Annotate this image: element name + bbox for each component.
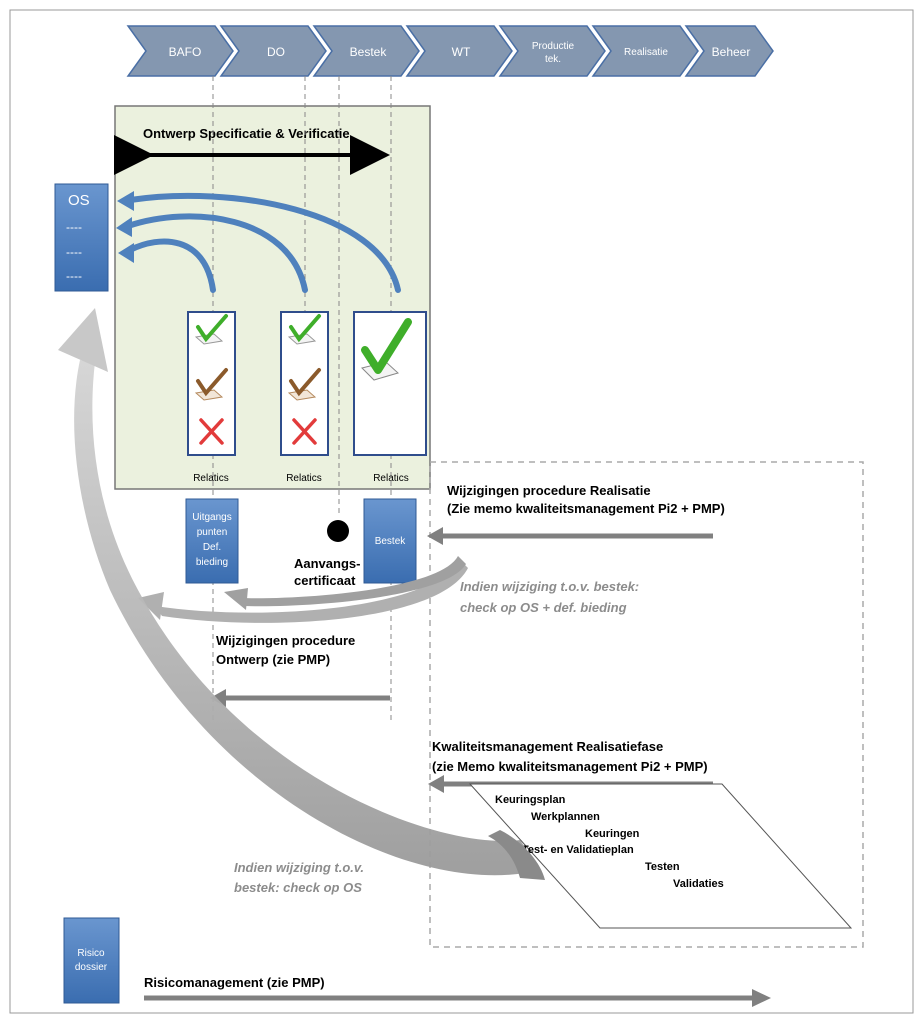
uitgangspunten-line-2: punten [197,527,228,538]
phase-bafo [126,25,234,77]
phase-productie-label-1: Productie [532,41,575,52]
check-panel-2 [280,311,329,456]
big-return-arrow [74,360,541,876]
check-panel-3 [353,311,427,456]
relatics-label-2: Relatics [286,473,322,484]
big-return-arrowhead [58,308,108,372]
phase-do [219,25,327,77]
phase-realisatie-label: Realisatie [624,47,668,58]
risico-label: Risicomanagement (zie PMP) [144,975,325,990]
bestek-box-label: Bestek [375,536,407,547]
milestone-line-2: certificaat [294,573,356,588]
phase-bestek-label: Bestek [350,45,388,59]
phase-realisatie [591,25,699,77]
relatics-label-3: Relatics [373,473,409,484]
kwaliteit-parallelogram [468,783,853,929]
cross-red-icon [292,418,317,445]
check-green-icon [196,314,228,343]
bestek-box [363,498,417,584]
check-brown-icon [196,368,228,397]
kwaliteit-item-1: Keuringsplan [495,794,566,806]
kwaliteit-item-5: Testen [645,861,680,873]
check-brown-icon [289,368,321,397]
wijz-ontwerp-line-1: Wijzigingen procedure [216,633,355,648]
note-bestek-line-1: Indien wijziging t.o.v. bestek: [460,579,639,594]
phase-guide-lines [212,76,392,722]
wijz-realisatie-line-2: (Zie memo kwaliteitsmanagement Pi2 + PMP… [447,501,725,516]
phase-productie [498,25,606,77]
milestone-line-1: Aanvangs- [294,556,360,571]
uitgangspunten-line-3: Def. [203,542,221,553]
grey-return-arrows [138,556,468,623]
note-os-line-1: Indien wijziging t.o.v. [234,860,364,875]
relatics-label-1: Relatics [193,473,229,484]
kwaliteit-item-3: Keuringen [585,828,640,840]
blue-arrowheads [116,191,134,263]
kwaliteit-item-6: Validaties [673,878,724,890]
os-box [54,183,109,292]
milestone-dot [327,520,349,542]
phase-beheer [684,25,774,77]
phase-wt [405,25,513,77]
kwaliteit-line-1: Kwaliteitsmanagement Realisatiefase [432,739,663,754]
os-line-3: ---- [66,269,82,283]
risico-line-2: dossier [75,962,108,973]
phase-wt-label: WT [452,45,471,59]
kwaliteit-item-2: Werkplannen [531,811,600,823]
spec-area-title: Ontwerp Specificatie & Verificatie [143,126,350,141]
note-bestek-line-2: check op OS + def. bieding [460,600,627,615]
os-line-1: ---- [66,220,82,234]
risico-box [63,917,120,1004]
uitgangspunten-box [185,498,239,584]
phase-do-label: DO [267,45,285,59]
os-line-2: ---- [66,245,82,259]
phase-bafo-label: BAFO [169,45,202,59]
wijz-ontwerp-line-2: Ontwerp (zie PMP) [216,652,330,667]
check-large-green-icon [361,318,412,374]
blue-arrows-to-os [125,192,401,293]
risico-line-1: Risico [77,948,105,959]
cross-red-icon [199,418,224,445]
wijz-realisatie-line-1: Wijzigingen procedure Realisatie [447,483,651,498]
kwaliteit-item-4: Test- en Validatieplan [522,844,634,856]
note-os-line-2: bestek: check op OS [234,880,362,895]
check-green-icon [289,314,321,343]
phase-bar: BAFO DO Bestek WT Productie tek. Realisa… [126,25,774,77]
uitgangspunten-line-4: bieding [196,557,228,568]
phase-productie-label-2: tek. [545,54,561,65]
os-title: OS [68,192,90,209]
phase-beheer-label: Beheer [712,45,751,59]
check-panel-1 [187,311,236,456]
uitgangspunten-line-1: Uitgangs [192,512,231,523]
realisatie-region [429,461,864,948]
phase-bestek [312,25,420,77]
kwaliteit-line-2: (zie Memo kwaliteitsmanagement Pi2 + PMP… [432,759,708,774]
